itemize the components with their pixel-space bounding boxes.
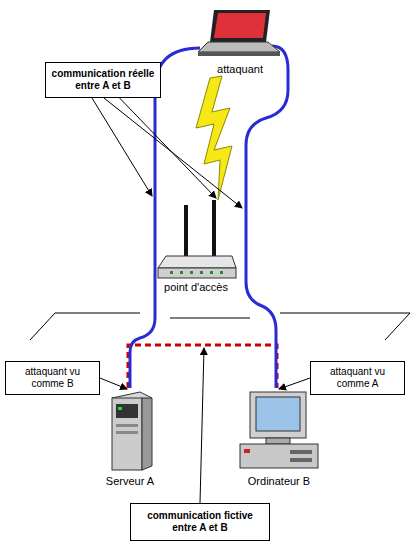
led [210, 271, 213, 274]
callout-content: communication réelle entre A et B [50, 68, 156, 92]
monitor-stand [266, 438, 290, 444]
laptop-edge [198, 52, 280, 56]
device-label: Serveur A [106, 475, 154, 487]
monitor-screen [256, 397, 300, 431]
callout-content: communication fictive entre A et B [135, 510, 265, 534]
access-point [158, 200, 236, 278]
led [190, 271, 193, 274]
led [220, 271, 223, 274]
real-link [130, 48, 200, 388]
leader-lines [92, 86, 310, 503]
server-slot [116, 424, 138, 427]
server-side [142, 398, 152, 470]
server-bay [116, 404, 138, 418]
laptop-screen [214, 13, 266, 38]
ap-front [158, 268, 236, 278]
callout-content: attaquant vu comme A [315, 366, 400, 390]
monitor [250, 392, 306, 438]
network-plane [30, 313, 410, 340]
drive-slot [290, 450, 312, 454]
callout-box: attaquant vu comme A [310, 361, 405, 395]
device-label: point d'accès [164, 281, 228, 293]
plane-edge [280, 313, 410, 314]
leader-line [108, 86, 216, 198]
plane-edge [385, 313, 410, 340]
device-label: Ordinateur B [248, 475, 310, 487]
laptop [198, 10, 280, 56]
server-led [118, 407, 122, 410]
drive-slot [290, 458, 312, 462]
desktop-unit [240, 444, 318, 468]
ap-leds [170, 271, 223, 274]
antenna [184, 205, 188, 257]
led [200, 271, 203, 274]
callout-text: communication fictive entre A et B [135, 510, 265, 534]
callout-content: attaquant vu comme B [10, 366, 95, 390]
plane-edge [170, 318, 250, 319]
server-front [112, 398, 142, 470]
leader-line [200, 348, 204, 503]
computer [240, 392, 318, 468]
antenna [212, 200, 216, 257]
leader-line [279, 378, 310, 389]
server [112, 392, 152, 470]
callout-text: attaquant vu comme B [10, 366, 95, 390]
ap-top [158, 256, 236, 268]
wireless-bolt [196, 76, 232, 200]
callout-box: attaquant vu comme B [5, 361, 100, 395]
callout-box: communication fictive entre A et B [130, 503, 270, 541]
real-link [246, 46, 288, 388]
fictive-link [128, 345, 277, 388]
led [180, 271, 183, 274]
callout-text: communication réelle entre A et B [50, 68, 156, 92]
leader-line [100, 378, 127, 389]
callout-box: communication réelle entre A et B [45, 62, 161, 98]
server-slot [116, 431, 138, 434]
led [170, 271, 173, 274]
device-label: attaquant [217, 63, 263, 75]
callout-text: attaquant vu comme A [315, 366, 400, 390]
laptop-base [198, 42, 280, 52]
power-led [244, 449, 250, 453]
plane-edge [30, 313, 55, 340]
laptop-screen-frame [210, 10, 270, 42]
plane-edge [55, 313, 140, 314]
